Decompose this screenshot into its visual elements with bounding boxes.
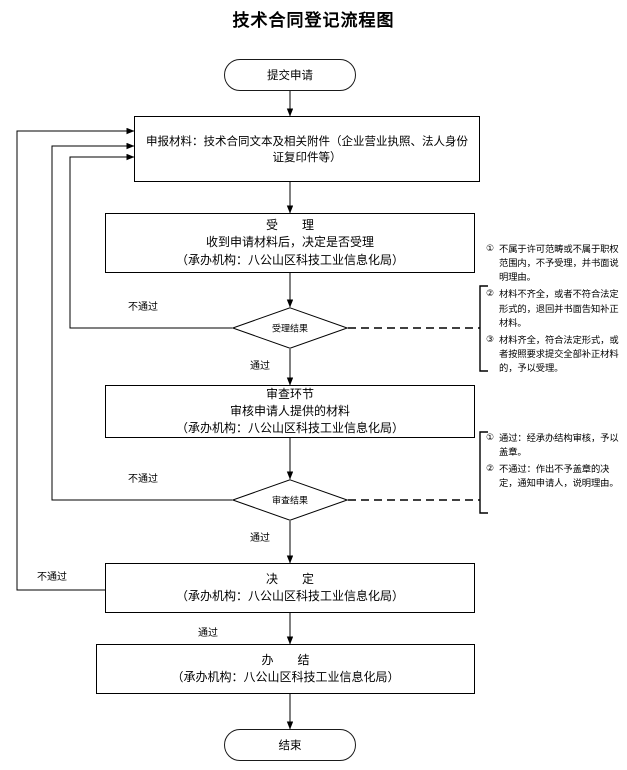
node-start-label: 提交申请 xyxy=(267,67,313,82)
node-decide-line2: （承办机构：八公山区科技工业信息化局） xyxy=(175,589,404,603)
note-text: 通过：经承办结构审核，予以盖章。 xyxy=(499,433,619,459)
node-review-line2: 审核申请人提供的材料 xyxy=(229,403,350,418)
note-review-results: ① 通过：经承办结构审核，予以盖章。 ② 不通过：作出不予盖章的决定，通知申请人… xyxy=(486,432,624,492)
node-accept-decision-label: 受理结果 xyxy=(271,324,308,335)
node-materials[interactable]: 申报材料：技术合同文本及相关附件（企业营业执照、法人身份 证复印件等） xyxy=(134,116,480,182)
node-end-label: 结束 xyxy=(278,737,302,752)
node-review[interactable]: 审查环节 审核申请人提供的材料 （承办机构：八公山区科技工业信息化局） xyxy=(105,385,475,438)
node-finish-line2: （承办机构：八公山区科技工业信息化局） xyxy=(171,670,400,684)
note-text: 材料不齐全，或者不符合法定形式的，退回并书面告知补正材料。 xyxy=(499,289,619,329)
node-review-line1: 审查环节 xyxy=(265,386,314,401)
note-number: ② xyxy=(486,289,495,300)
note-text: 材料齐全，符合法定形式，或者按照要求提交全部补正材料的，予以受理。 xyxy=(499,334,619,374)
note-number: ② xyxy=(486,464,495,475)
node-review-line3: （承办机构：八公山区科技工业信息化局） xyxy=(175,421,404,436)
note-item: ② 材料不齐全，或者不符合法定形式的，退回并书面告知补正材料。 xyxy=(486,288,624,330)
node-end[interactable]: 结束 xyxy=(224,729,356,761)
node-accept[interactable]: 受 理 收到申请材料后，决定是否受理 （承办机构：八公山区科技工业信息化局） xyxy=(105,213,475,273)
node-decide-line1: 决 定 xyxy=(265,571,320,586)
edge-label-review-pass: 通过 xyxy=(248,529,272,544)
edge-label-decide-fail: 不通过 xyxy=(35,568,69,583)
node-accept-line2: 收到申请材料后，决定是否受理 xyxy=(205,235,374,250)
note-number: ③ xyxy=(486,334,495,345)
note-item: ① 通过：经承办结构审核，予以盖章。 xyxy=(486,432,624,460)
note-item: ① 不属于许可范畴或不属于职权范围内，不予受理，并书面说明理由。 xyxy=(486,243,624,285)
node-materials-line2: 证复印件等） xyxy=(272,150,342,164)
node-start[interactable]: 提交申请 xyxy=(224,59,356,91)
node-accept-decision[interactable]: 受理结果 xyxy=(231,307,349,349)
node-finish[interactable]: 办 结 （承办机构：八公山区科技工业信息化局） xyxy=(96,644,475,694)
node-accept-line3: （承办机构：八公山区科技工业信息化局） xyxy=(175,252,404,267)
edge-label-decide-pass: 通过 xyxy=(196,624,220,639)
note-item: ② 不通过：作出不予盖章的决定，通知申请人，说明理由。 xyxy=(486,463,624,491)
note-item: ③ 材料齐全，符合法定形式，或者按照要求提交全部补正材料的，予以受理。 xyxy=(486,334,624,376)
note-accept-results: ① 不属于许可范畴或不属于职权范围内，不予受理，并书面说明理由。 ② 材料不齐全… xyxy=(486,243,624,376)
node-finish-line1: 办 结 xyxy=(261,652,316,667)
diamond-shape xyxy=(231,479,349,521)
note-number: ① xyxy=(486,244,495,254)
node-materials-line1: 申报材料：技术合同文本及相关附件（企业营业执照、法人身份 xyxy=(146,133,468,148)
diamond-shape xyxy=(231,307,349,349)
node-decide[interactable]: 决 定 （承办机构：八公山区科技工业信息化局） xyxy=(105,563,475,613)
note-text: 不属于许可范畴或不属于职权范围内，不予受理，并书面说明理由。 xyxy=(499,244,619,284)
edge-label-accept-fail: 不通过 xyxy=(126,298,160,313)
page-title: 技术合同登记流程图 xyxy=(232,11,395,31)
note-number: ① xyxy=(486,433,495,443)
edge-label-review-fail: 不通过 xyxy=(126,470,160,485)
node-review-decision[interactable]: 审查结果 xyxy=(231,479,349,521)
edge-label-accept-pass: 通过 xyxy=(248,357,272,372)
note-text: 不通过：作出不予盖章的决定，通知申请人，说明理由。 xyxy=(499,464,619,490)
node-review-decision-label: 审查结果 xyxy=(271,496,308,507)
node-accept-line1: 受 理 xyxy=(265,218,320,233)
